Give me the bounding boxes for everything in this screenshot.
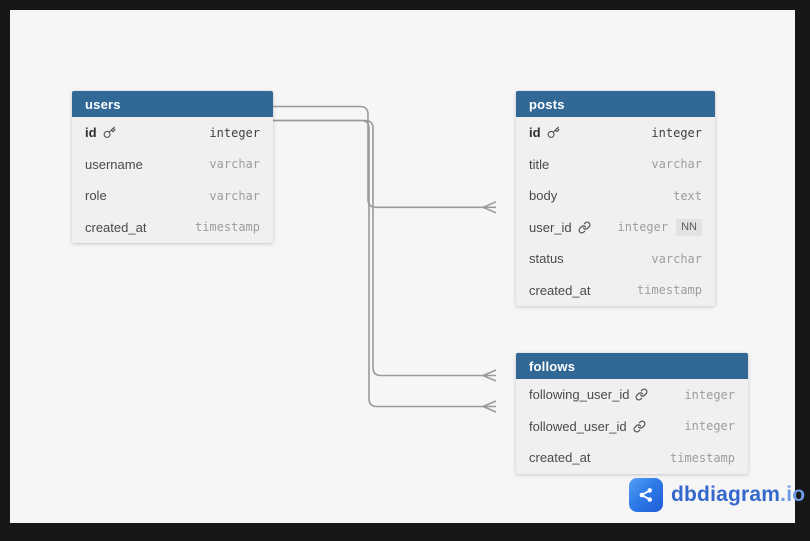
share-icon (629, 478, 663, 512)
table-row[interactable]: followed_user_id integer (516, 411, 748, 443)
table-row[interactable]: id integer (72, 117, 273, 149)
relationship-line-users-posts[interactable] (253, 101, 497, 214)
diagram-canvas[interactable]: users id integer username varchar role v… (10, 10, 805, 523)
table-row[interactable]: created_at timestamp (516, 442, 748, 474)
link-icon (635, 388, 648, 401)
field-name: user_id (529, 219, 572, 235)
field-name: created_at (529, 450, 591, 466)
table-title: posts (529, 96, 565, 112)
field-type: integer (209, 125, 260, 140)
table-header[interactable]: follows (516, 353, 748, 379)
link-icon (633, 420, 646, 433)
table-users[interactable]: users id integer username varchar role v… (72, 91, 273, 243)
table-row[interactable]: id integer (516, 117, 715, 149)
table-header[interactable]: posts (516, 91, 715, 117)
key-icon (103, 126, 116, 139)
field-name: following_user_id (529, 387, 630, 403)
logo-text: dbdiagram.io (671, 483, 805, 507)
table-header[interactable]: users (72, 91, 273, 117)
table-title: users (85, 96, 121, 112)
table-row[interactable]: status varchar (516, 243, 715, 275)
field-name: body (529, 188, 558, 204)
table-posts[interactable]: posts id integer title varchar body text… (516, 91, 715, 306)
table-row[interactable]: user_id integer NN (516, 212, 715, 244)
field-type: varchar (209, 157, 260, 172)
field-type: timestamp (194, 220, 260, 235)
table-row[interactable]: following_user_id integer (516, 379, 748, 411)
field-type: timestamp (669, 450, 735, 465)
field-name: created_at (529, 282, 591, 298)
field-type: varchar (651, 251, 702, 266)
field-name: followed_user_id (529, 418, 627, 434)
field-name: title (529, 156, 550, 172)
field-type: text (673, 188, 702, 203)
logo-tld: .io (780, 483, 806, 506)
field-type: integer (684, 419, 735, 434)
crow-foot-icon (482, 369, 497, 382)
table-title: follows (529, 358, 576, 374)
table-row[interactable]: created_at timestamp (516, 275, 715, 307)
crow-foot-icon (482, 201, 497, 214)
crow-foot-icon (482, 400, 497, 413)
field-name: status (529, 251, 564, 267)
dbdiagram-logo[interactable]: dbdiagram.io (629, 478, 805, 512)
field-type: timestamp (636, 283, 702, 298)
table-row[interactable]: title varchar (516, 149, 715, 181)
field-type: varchar (209, 188, 260, 203)
table-row[interactable]: created_at timestamp (72, 212, 273, 244)
field-name: created_at (85, 219, 147, 235)
field-type: integer (684, 387, 735, 402)
field-type: integer (617, 220, 669, 235)
field-type: varchar (651, 157, 702, 172)
link-icon (578, 221, 591, 234)
relationship-line-users-follows-following[interactable] (253, 114, 497, 382)
field-name: id (529, 125, 541, 141)
not-null-badge: NN (676, 218, 702, 236)
field-type: integer (651, 125, 702, 140)
table-follows[interactable]: follows following_user_id integer follow… (516, 353, 748, 474)
table-row[interactable]: role varchar (72, 180, 273, 212)
field-name: role (85, 188, 107, 204)
table-row[interactable]: body text (516, 180, 715, 212)
relationship-line-users-follows-followed[interactable] (253, 119, 497, 413)
table-row[interactable]: username varchar (72, 149, 273, 181)
key-icon (547, 126, 560, 139)
logo-brand: dbdiagram (671, 483, 781, 506)
field-name: username (85, 156, 143, 172)
field-name: id (85, 125, 97, 141)
